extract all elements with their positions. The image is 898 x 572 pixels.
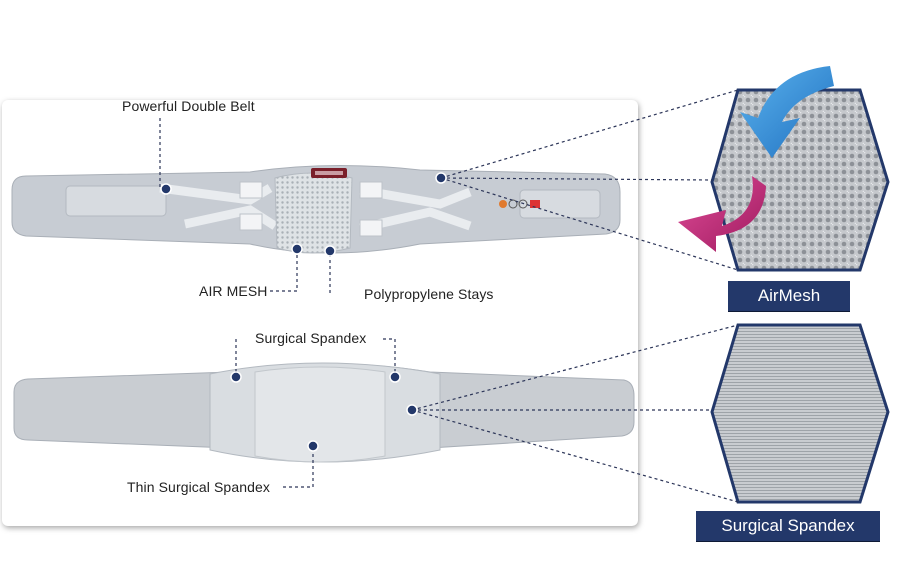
label-air-mesh: AIR MESH bbox=[199, 283, 268, 299]
airmesh-swatch bbox=[710, 88, 890, 272]
callout-dot-stays bbox=[324, 245, 336, 257]
surgical-spandex-tag: Surgical Spandex bbox=[696, 511, 880, 541]
callout-dot-airmesh-zoom bbox=[435, 172, 447, 184]
airflow-out-arrow-icon bbox=[678, 176, 766, 252]
label-powerful-double-belt: Powerful Double Belt bbox=[122, 98, 255, 114]
airflow-in-arrow-icon bbox=[740, 66, 834, 158]
callout-dot-spandex-zoom bbox=[406, 404, 418, 416]
bottom-belt bbox=[13, 362, 635, 463]
callout-dot-air-mesh bbox=[291, 243, 303, 255]
top-belt bbox=[11, 164, 621, 254]
label-thin-surgical-spandex: Thin Surgical Spandex bbox=[127, 479, 270, 495]
label-surgical-spandex: Surgical Spandex bbox=[255, 330, 367, 346]
callout-dot-spandex-right bbox=[389, 371, 401, 383]
callout-dot-spandex-left bbox=[230, 371, 242, 383]
callout-dot-double-belt bbox=[160, 183, 172, 195]
callout-dots bbox=[160, 172, 447, 452]
connector-lines bbox=[159, 89, 739, 503]
label-polypropylene-stays: Polypropylene Stays bbox=[364, 286, 494, 302]
callout-dot-thin-spandex bbox=[307, 440, 319, 452]
airmesh-tag: AirMesh bbox=[728, 281, 850, 311]
spandex-swatch bbox=[710, 323, 890, 504]
